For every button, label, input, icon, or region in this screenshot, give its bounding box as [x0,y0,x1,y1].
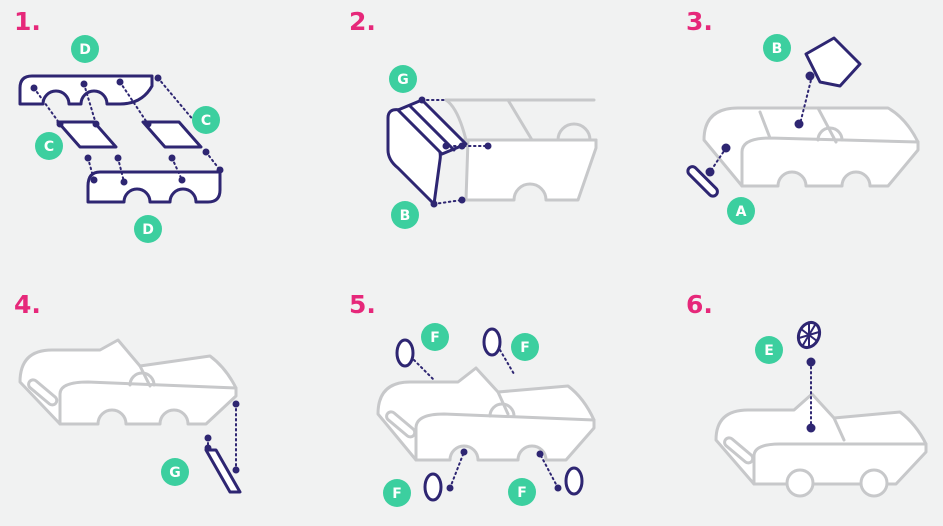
step-2-badge-2: B [391,201,419,229]
svg-text:F: F [520,340,530,356]
step-5-number: 5. [349,290,376,319]
step-3-number: 3. [686,7,713,36]
step-5-badge-4: F [508,478,536,506]
top-panel-b [806,38,860,86]
step-1-badge-3: C [192,106,220,134]
step-1-badge-1: D [71,35,99,63]
car-body-gray [378,368,594,460]
svg-text:G: G [169,465,181,481]
car-body-gray [20,340,236,424]
step-3: 3. B A [686,7,918,225]
svg-text:B: B [400,208,411,224]
svg-text:C: C [201,113,211,129]
svg-text:C: C [44,139,54,155]
step-1: 1. D C C D [14,7,224,243]
step-5-badge-2: F [511,333,539,361]
step-4-number: 4. [14,290,41,319]
floor-panel-c-left [58,122,116,147]
car-body-gray [716,394,926,496]
step-4: 4. G [14,290,240,492]
steering-wheel-e [794,319,823,351]
step-1-badge-2: C [35,132,63,160]
svg-text:A: A [736,204,747,220]
side-panel-d-bottom [88,172,220,202]
svg-text:B: B [772,41,783,57]
floor-panel-c-right [143,122,201,147]
step-5-badge-1: F [421,323,449,351]
svg-text:F: F [430,330,440,346]
svg-text:E: E [764,343,774,359]
svg-text:D: D [79,42,91,58]
headlight-a [686,165,719,198]
step-2-badge-1: G [389,65,417,93]
step-1-badge-4: D [134,215,162,243]
step-6-number: 6. [686,290,713,319]
car-body-gray [704,108,918,186]
step-5: 5. F F F [349,290,594,507]
step-2: 2. G B [349,7,596,229]
step-3-badge-1: B [763,34,791,62]
svg-text:G: G [397,72,409,88]
step-5-badge-3: F [383,479,411,507]
step-1-number: 1. [14,7,41,36]
car-body-gray [446,100,596,200]
svg-text:F: F [392,486,402,502]
step-6-badge-1: E [755,336,783,364]
svg-text:D: D [142,222,154,238]
step-3-badge-2: A [727,197,755,225]
step-4-badge-1: G [161,458,189,486]
step-6: 6. E [686,290,926,496]
svg-text:F: F [517,485,527,501]
step-2-number: 2. [349,7,376,36]
